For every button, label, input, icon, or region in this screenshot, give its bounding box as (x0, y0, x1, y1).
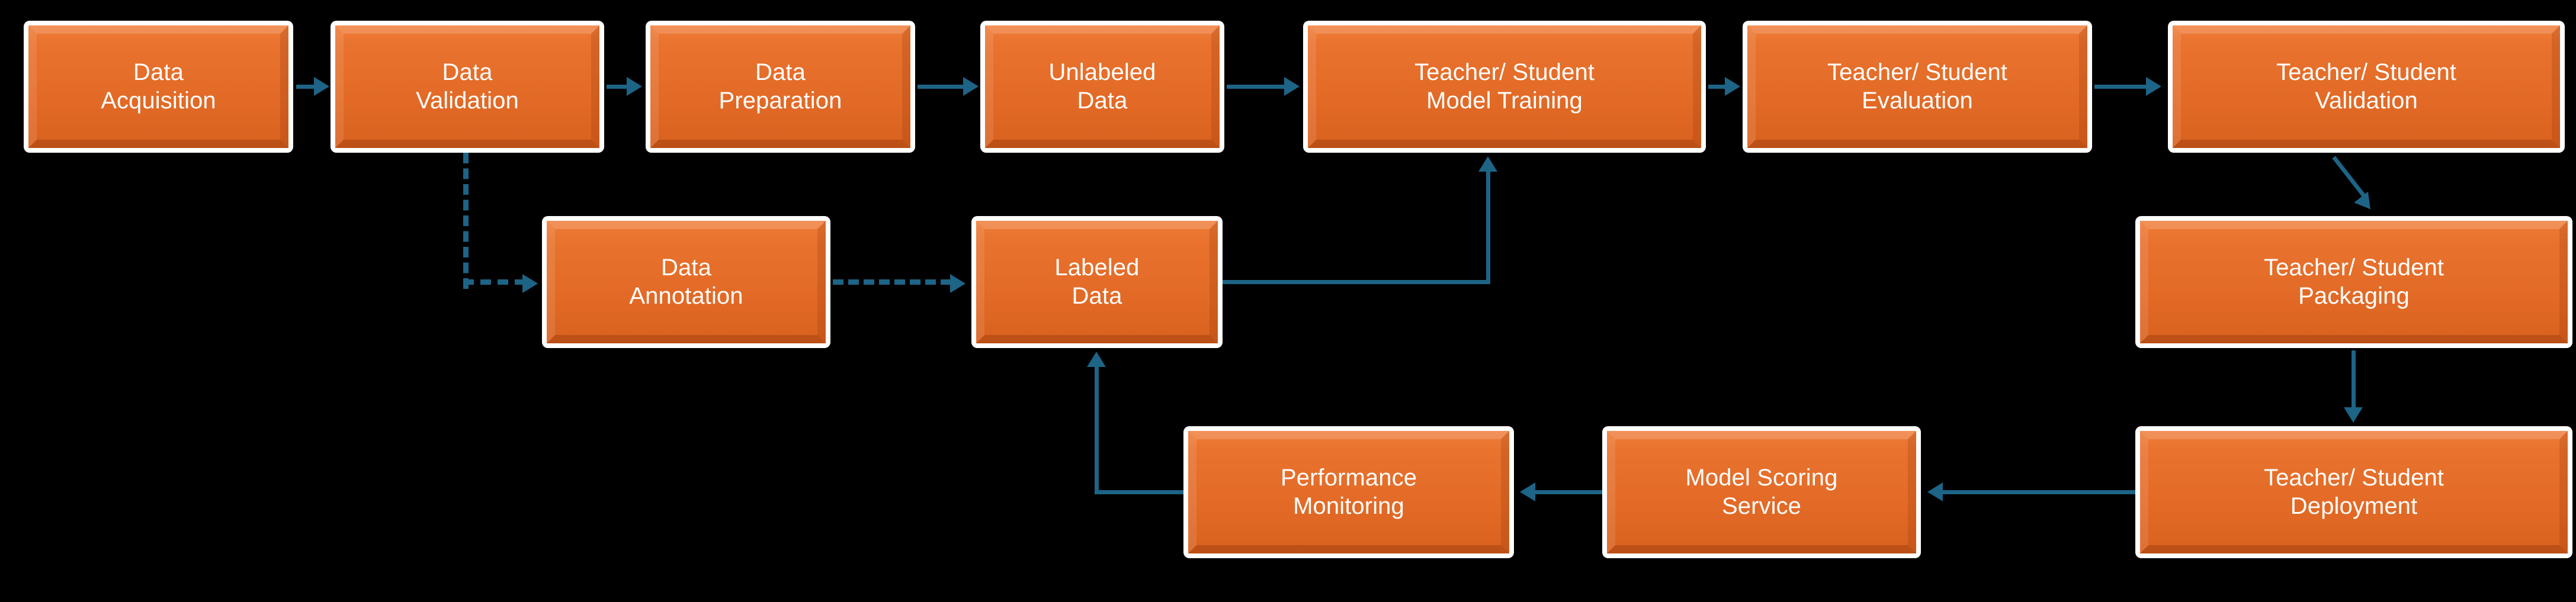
edge-labeled-training-hline (1223, 280, 1490, 284)
edge-evaluation-validation-line (2094, 85, 2148, 89)
edge-scoring-monitoring-arrowhead (1520, 482, 1535, 501)
node-data-preparation[interactable]: Data Preparation (646, 21, 915, 153)
node-model-training[interactable]: Teacher/ Student Model Training (1303, 21, 1706, 153)
edge-validation-annotation-hline (463, 279, 525, 285)
edge-unlabeled-training-line (1227, 85, 1286, 89)
edge-annotation-labeled-line (833, 279, 951, 285)
edge-packaging-deployment-line (2352, 350, 2356, 408)
edge-monitoring-labeled-arrowhead (1087, 352, 1106, 367)
edge-scoring-monitoring-line (1535, 490, 1603, 494)
node-model-deployment[interactable]: Teacher/ Student Deployment (2135, 426, 2572, 558)
node-label: Data Annotation (629, 255, 743, 309)
edge-acquisition-validation-arrowhead (314, 77, 329, 96)
node-label: Teacher/ Student Deployment (2263, 465, 2445, 519)
node-model-packaging[interactable]: Teacher/ Student Packaging (2135, 216, 2572, 348)
edge-validation-annotation-vline (463, 153, 469, 289)
edge-annotation-labeled-arrowhead (950, 274, 965, 293)
edge-monitoring-labeled-vline (1095, 367, 1099, 492)
node-data-annotation[interactable]: Data Annotation (542, 216, 830, 348)
node-labeled-data[interactable]: Labeled Data (971, 216, 1223, 348)
node-label: Teacher/ Student Validation (2276, 59, 2457, 114)
edge-packaging-deployment-arrowhead (2344, 407, 2363, 423)
node-label: Data Validation (416, 59, 519, 114)
node-label: Data Preparation (718, 59, 842, 114)
node-label: Teacher/ Student Model Training (1414, 59, 1595, 114)
edge-validation-preparation-line (607, 85, 627, 89)
node-model-scoring[interactable]: Model Scoring Service (1602, 426, 1921, 558)
node-label: Data Acquisition (101, 59, 216, 114)
node-model-validation[interactable]: Teacher/ Student Validation (2168, 21, 2565, 153)
edge-validation-packaging-arrowhead (2354, 191, 2378, 215)
node-data-validation[interactable]: Data Validation (331, 21, 604, 153)
edge-validation-packaging-line (2332, 156, 2366, 197)
edge-labeled-training-vline (1486, 172, 1490, 284)
edge-labeled-training-arrowhead (1478, 156, 1497, 172)
node-label: Labeled Data (1054, 255, 1140, 309)
edge-evaluation-validation-arrowhead (2146, 77, 2161, 96)
edge-deployment-scoring-line (1943, 490, 2135, 494)
edge-training-evaluation-arrowhead (1725, 77, 1740, 96)
node-label: Teacher/ Student Packaging (2263, 255, 2445, 309)
edge-unlabeled-training-arrowhead (1284, 77, 1300, 96)
edge-validation-preparation-arrowhead (627, 77, 642, 96)
edge-preparation-unlabeled-line (918, 85, 965, 89)
edge-monitoring-labeled-hline (1095, 490, 1185, 494)
edge-training-evaluation-line (1708, 85, 1726, 89)
edge-validation-annotation-arrowhead (522, 274, 538, 293)
node-unlabeled-data[interactable]: Unlabeled Data (980, 21, 1224, 153)
node-label: Teacher/ Student Evaluation (1827, 59, 2008, 114)
node-label: Performance Monitoring (1280, 465, 1417, 519)
node-performance-monitoring[interactable]: Performance Monitoring (1183, 426, 1514, 558)
node-model-evaluation[interactable]: Teacher/ Student Evaluation (1743, 21, 2092, 153)
node-data-acquisition[interactable]: Data Acquisition (24, 21, 293, 153)
node-label: Model Scoring Service (1685, 465, 1838, 519)
edge-acquisition-validation-line (296, 85, 315, 89)
edge-deployment-scoring-arrowhead (1927, 482, 1943, 501)
node-label: Unlabeled Data (1048, 59, 1156, 114)
edge-preparation-unlabeled-arrowhead (963, 77, 979, 96)
